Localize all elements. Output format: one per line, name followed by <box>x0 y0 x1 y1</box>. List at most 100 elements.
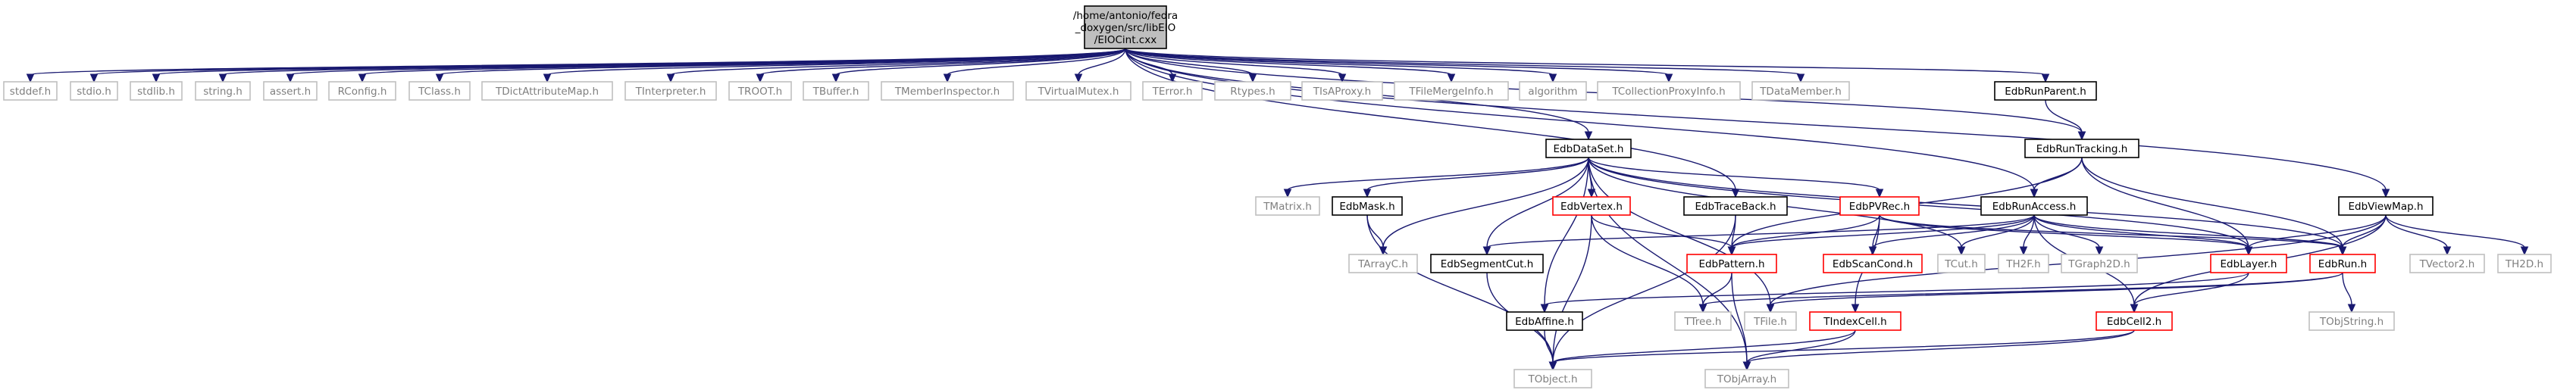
node-edbrun[interactable]: EdbRun.h <box>2309 254 2376 273</box>
edge-edbviewmap-to-th2d <box>2385 214 2529 256</box>
node-box <box>1683 196 1788 216</box>
node-box <box>1823 254 1923 273</box>
node-tbuffer[interactable]: TBuffer.h <box>803 81 869 101</box>
node-label: TCut.h <box>1944 258 1978 270</box>
node-tfilemergeinfo[interactable]: TFileMergeInfo.h <box>1394 81 1509 101</box>
node-tfile[interactable]: TFile.h <box>1744 311 1797 331</box>
node-tcollectionproxyinfo[interactable]: TCollectionProxyInfo.h <box>1597 81 1741 101</box>
node-stddef[interactable]: stddef.h <box>3 81 58 101</box>
node-box <box>1301 81 1383 101</box>
edge-root-to-tbuffer <box>831 48 1126 83</box>
node-tisaproxy[interactable]: TIsAProxy.h <box>1301 81 1383 101</box>
node-box <box>1214 81 1291 101</box>
node-tindexcell[interactable]: TIndexCell.h <box>1809 311 1901 331</box>
node-label: Rtypes.h <box>1230 86 1275 98</box>
node-box <box>1430 254 1544 273</box>
node-box <box>728 81 792 101</box>
node-box <box>1519 81 1587 101</box>
node-edbdataset[interactable]: EdbDataSet.h <box>1545 139 1632 158</box>
edge-root-to-tmemberinspector <box>943 48 1126 83</box>
node-tcut[interactable]: TCut.h <box>1937 254 1986 273</box>
node-ttree[interactable]: TTree.h <box>1674 311 1732 331</box>
node-label: EdbLayer.h <box>2221 258 2277 270</box>
node-label: EdbTraceBack.h <box>1695 201 1776 213</box>
node-box <box>881 81 1014 101</box>
node-edbviewmap[interactable]: EdbViewMap.h <box>2338 196 2434 216</box>
edge-edbrunaccess-to-th2f <box>2019 214 2035 256</box>
node-edbrunparent[interactable]: EdbRunParent.h <box>1994 81 2097 101</box>
node-stdlib[interactable]: stdlib.h <box>130 81 183 101</box>
node-label: TArrayC.h <box>1357 258 1408 270</box>
node-algorithm[interactable]: algorithm <box>1519 81 1587 101</box>
node-edbpvrec[interactable]: EdbPVRec.h <box>1839 196 1920 216</box>
node-edbaffine[interactable]: EdbAffine.h <box>1506 311 1583 331</box>
node-box <box>408 81 471 101</box>
node-string[interactable]: string.h <box>195 81 251 101</box>
node-edbruntracking[interactable]: EdbRunTracking.h <box>2024 139 2139 158</box>
node-box <box>1084 5 1167 49</box>
node-label: TMatrix.h <box>1263 201 1312 213</box>
node-edbscancond[interactable]: EdbScanCond.h <box>1823 254 1923 273</box>
node-tdictattributemap[interactable]: TDictAttributeMap.h <box>481 81 613 101</box>
node-label: TVector2.h <box>2419 258 2475 270</box>
node-tobjarray[interactable]: TObjArray.h <box>1704 369 1789 388</box>
node-edbcell2[interactable]: EdbCell2.h <box>2096 311 2173 331</box>
node-root[interactable]: /home/antonio/fedra_doxygen/src/libEIO/E… <box>1073 5 1178 49</box>
node-terror[interactable]: TError.h <box>1142 81 1203 101</box>
edge-root-to-troot <box>756 48 1126 83</box>
node-rtypes[interactable]: Rtypes.h <box>1214 81 1291 101</box>
node-label: TFileMergeInfo.h <box>1408 86 1493 98</box>
node-label: TGraph2D.h <box>2067 258 2130 270</box>
node-label: EdbViewMap.h <box>2348 201 2423 213</box>
node-label: EdbVertex.h <box>1560 201 1623 213</box>
node-tinterpreter[interactable]: TInterpreter.h <box>624 81 717 101</box>
node-label: /EIOCint.cxx <box>1094 34 1157 46</box>
edge-edbrunaccess-to-edbscancond <box>1868 214 2035 256</box>
node-tclass[interactable]: TClass.h <box>408 81 471 101</box>
edge-edbcell2-to-tobject <box>1548 329 2135 371</box>
edge-edbrunaccess-to-edbsegmentcut <box>1482 214 2035 256</box>
node-tmemberinspector[interactable]: TMemberInspector.h <box>881 81 1014 101</box>
edge-root-to-tvirtualmutex <box>1074 48 1126 83</box>
node-box <box>3 81 58 101</box>
node-troot[interactable]: TROOT.h <box>728 81 792 101</box>
node-label: EdbScanCond.h <box>1833 258 1913 270</box>
node-stdio[interactable]: stdio.h <box>70 81 118 101</box>
node-tdatamember[interactable]: TDataMember.h <box>1751 81 1850 101</box>
node-label: assert.h <box>270 86 311 98</box>
node-tobject[interactable]: TObject.h <box>1513 369 1592 388</box>
node-edbpattern[interactable]: EdbPattern.h <box>1686 254 1777 273</box>
edge-edbdataset-to-edbpvrec <box>1588 157 1884 198</box>
node-tobjstring[interactable]: TObjString.h <box>2308 311 2395 331</box>
edge-root-to-edbrunaccess <box>1125 48 2039 198</box>
edge-root-to-tcollectionproxyinfo <box>1125 48 1673 83</box>
node-th2f[interactable]: TH2F.h <box>1998 254 2049 273</box>
node-edbrunaccess[interactable]: EdbRunAccess.h <box>1980 196 2088 216</box>
edge-edbrunaccess-to-tcut <box>1957 214 2035 256</box>
node-box <box>1255 196 1320 216</box>
node-edbsegmentcut[interactable]: EdbSegmentCut.h <box>1430 254 1544 273</box>
node-th2d[interactable]: TH2D.h <box>2497 254 2552 273</box>
node-edbvertex[interactable]: EdbVertex.h <box>1552 196 1631 216</box>
node-edbtraceback[interactable]: EdbTraceBack.h <box>1683 196 1788 216</box>
edge-edbruntracking-to-edblayer <box>2081 157 2253 256</box>
node-label: EdbAffine.h <box>1515 316 1574 328</box>
edge-edbpvrec-to-edbpattern <box>1727 214 1880 256</box>
node-tvirtualmutex[interactable]: TVirtualMutex.h <box>1025 81 1131 101</box>
node-label: TROOT.h <box>737 86 782 98</box>
node-tarrayc[interactable]: TArrayC.h <box>1348 254 1418 273</box>
node-label: EdbMask.h <box>1339 201 1394 213</box>
node-box <box>1686 254 1777 273</box>
node-assert[interactable]: assert.h <box>263 81 318 101</box>
edge-root-to-tfilemergeinfo <box>1125 48 1456 83</box>
node-tgraph2d[interactable]: TGraph2D.h <box>2061 254 2138 273</box>
node-box <box>1552 196 1631 216</box>
node-tmatrix[interactable]: TMatrix.h <box>1255 196 1320 216</box>
node-label: TObject.h <box>1527 373 1577 385</box>
node-tvector2[interactable]: TVector2.h <box>2409 254 2485 273</box>
node-edblayer[interactable]: EdbLayer.h <box>2210 254 2287 273</box>
node-box <box>1704 369 1789 388</box>
node-rconfig[interactable]: RConfig.h <box>328 81 396 101</box>
node-edbmask[interactable]: EdbMask.h <box>1332 196 1403 216</box>
